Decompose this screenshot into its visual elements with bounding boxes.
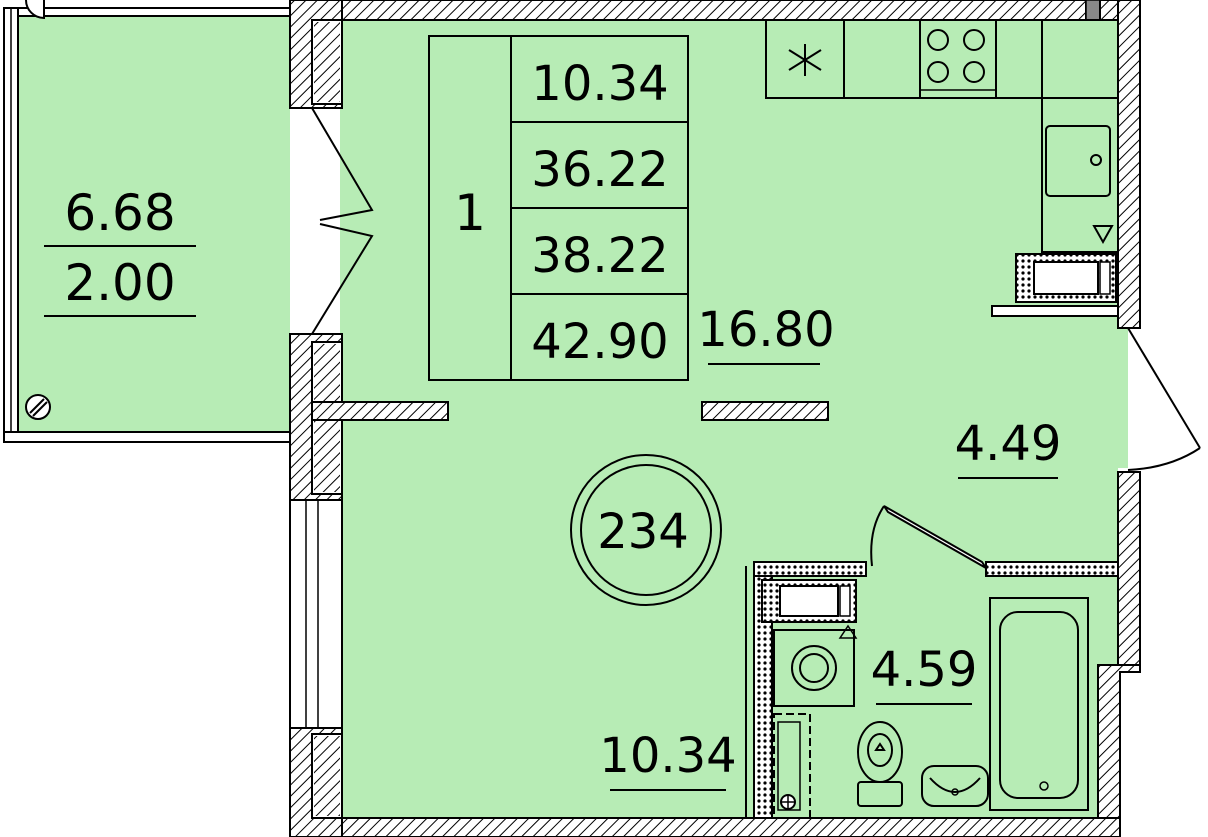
summary-value-2: 36.22 [531, 142, 668, 198]
shaft-inner [777, 721, 801, 811]
wall-right-upper [1117, 0, 1141, 329]
top-left-arc [25, 0, 45, 20]
stove-icon [927, 29, 985, 83]
badge-outer-ring [570, 454, 722, 606]
kitchen-sink [1045, 125, 1111, 197]
washbasin-drain [951, 788, 959, 796]
badge-inner-ring [580, 464, 712, 596]
bathroom-fixtures [761, 579, 1089, 819]
wall-left-bottom-fill [314, 736, 340, 816]
balcony-area: 6.68 [64, 184, 175, 242]
valve-icon [838, 624, 858, 639]
summary-value-1: 10.34 [531, 56, 668, 112]
balcony-rail-top [13, 7, 295, 17]
radiator-tab [1099, 261, 1111, 295]
bathroom-door-swing [870, 505, 885, 567]
bathtub-inner [999, 611, 1079, 799]
entrance-door-swing [1127, 447, 1201, 471]
bathtub-drain [1039, 781, 1049, 791]
apartment-number: 234 [597, 504, 689, 560]
balcony-rail-bottom [3, 431, 295, 443]
washing-machine-icon [791, 645, 837, 691]
wall-bottom [311, 817, 1121, 837]
bathtub-icon [989, 597, 1089, 811]
radiator-inner [1033, 261, 1099, 295]
balcony-reduced-area: 2.00 [64, 254, 175, 312]
bathroom-area: 4.59 [871, 642, 978, 698]
room-labels: 16.80 4.49 4.59 10.34 [599, 302, 1062, 791]
partition-right [701, 401, 829, 421]
kitchen-shelf [991, 305, 1119, 317]
wall-top-right-cap [1085, 0, 1101, 21]
wall-left-top-fill [314, 22, 340, 102]
balcony-floor [18, 16, 290, 432]
bath-radiator-inner [779, 585, 839, 617]
window-left [289, 499, 343, 729]
washing-machine-drum [799, 653, 829, 683]
washbasin [921, 765, 989, 807]
wall-bottom-right-step [1097, 664, 1141, 837]
stand-pipe-icon [1092, 225, 1114, 245]
balcony: 6.68 2.00 [3, 0, 295, 443]
bathroom-door [870, 505, 987, 569]
wall-top [311, 0, 1087, 21]
entrance-door-leaf [1127, 327, 1201, 449]
balcony-door [311, 107, 374, 335]
summary-value-3: 38.22 [531, 228, 668, 284]
washbasin-bowl [929, 777, 981, 793]
bathroom-door-leaf [883, 505, 987, 569]
bathroom-wall-left [753, 575, 773, 819]
drain-icon [25, 394, 51, 420]
kitchen-counter [765, 19, 1119, 317]
toilet-icon [857, 721, 903, 807]
bathroom-wall-top-left [753, 561, 867, 577]
balcony-door-leaf-bottom [311, 223, 374, 335]
kitchen-area: 16.80 [697, 302, 834, 358]
wall-right-lower [1117, 471, 1141, 673]
bathroom-wall-top-right [985, 561, 1119, 577]
balcony-door-leaf-top [311, 107, 374, 221]
washing-machine [773, 629, 855, 707]
corridor-floor-right [1118, 318, 1128, 468]
walls [289, 0, 1141, 837]
entrance-door [1127, 327, 1201, 471]
counter-right [1041, 19, 1119, 253]
shaft [773, 713, 811, 819]
bath-radiator-tab [839, 585, 851, 617]
snowflake-icon [788, 44, 822, 76]
partition-left [311, 401, 449, 421]
drain-icon-hatch-2 [32, 401, 48, 417]
hall-area: 4.49 [955, 416, 1062, 472]
drain-icon-hatch-1 [29, 398, 45, 414]
rooms-count: 1 [454, 184, 486, 242]
summary-table: 1 10.34 36.22 38.22 42.90 [428, 35, 689, 381]
apartment-number-badge: 234 [570, 454, 722, 606]
sink-icon [1090, 154, 1102, 166]
summary-value-4: 42.90 [531, 314, 668, 370]
living-area: 10.34 [599, 728, 736, 784]
